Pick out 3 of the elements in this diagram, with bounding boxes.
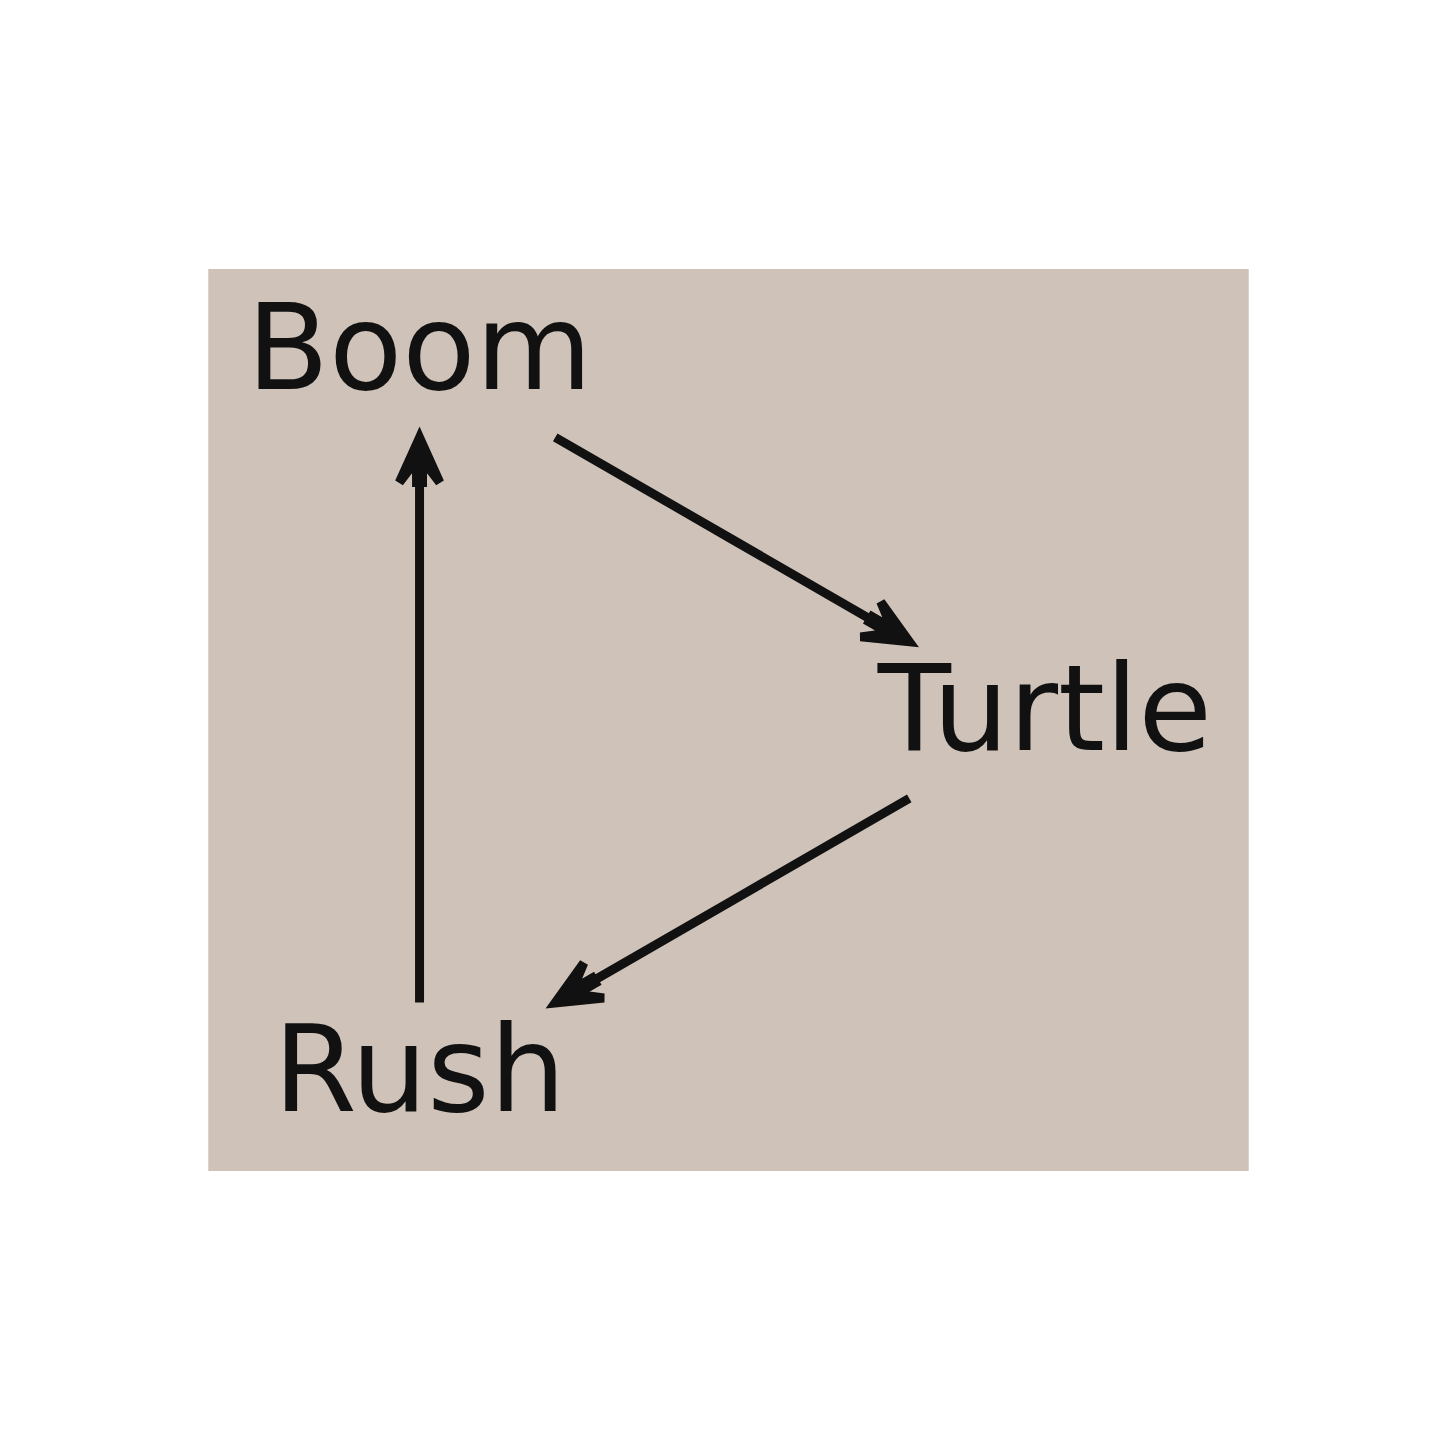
node-text: Turtle bbox=[877, 638, 1212, 778]
node-text: Rush bbox=[272, 999, 566, 1139]
node-text: Boom bbox=[246, 277, 592, 417]
